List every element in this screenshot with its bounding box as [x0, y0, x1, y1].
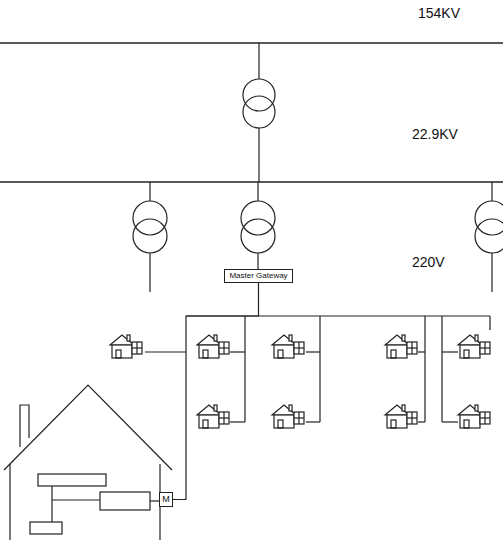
voltage-label: 220V	[412, 255, 445, 269]
meter-box: M	[159, 492, 173, 507]
node-text: M	[162, 495, 170, 504]
gateway-box: Master Gateway	[224, 269, 293, 283]
feeder-line	[173, 283, 259, 500]
voltage-label: 154KV	[418, 6, 460, 20]
node-text: Master Gateway	[229, 272, 287, 280]
voltage-label: 22.9KV	[412, 127, 458, 141]
